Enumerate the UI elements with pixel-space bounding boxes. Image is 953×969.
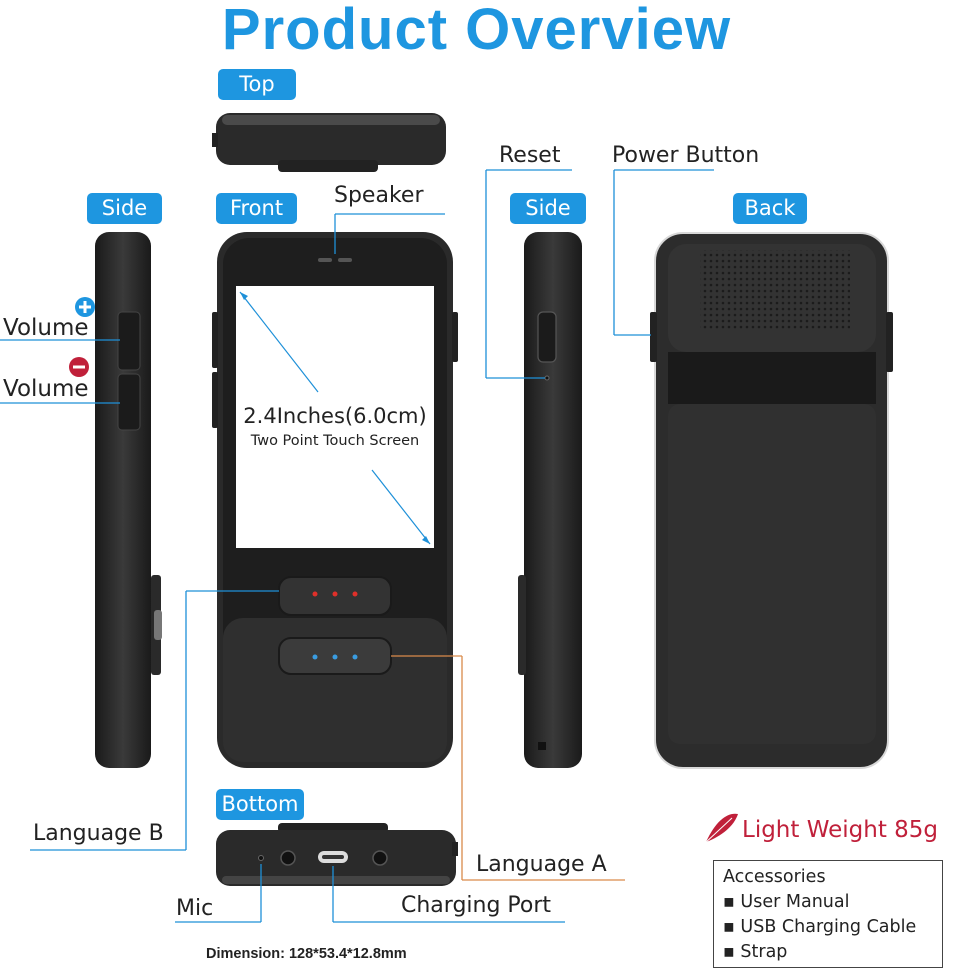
volume-down-label: Volume bbox=[3, 376, 89, 402]
callout-lines bbox=[0, 169, 714, 923]
tag-top: Top bbox=[218, 69, 296, 100]
page-title: Product Overview bbox=[221, 0, 732, 62]
screen-size-label: 2.4Inches(6.0cm) bbox=[243, 404, 427, 428]
bottom-view-device bbox=[216, 823, 458, 886]
tag-back: Back bbox=[733, 193, 807, 224]
tag-side-right: Side bbox=[510, 193, 586, 224]
accessories-heading: Accessories bbox=[723, 867, 826, 887]
language-b-label: Language B bbox=[33, 821, 164, 846]
speaker-label: Speaker bbox=[334, 183, 424, 208]
language-a-label: Language A bbox=[476, 852, 607, 877]
weight-label: Light Weight 85g bbox=[742, 817, 939, 843]
accessory-item: ▪ Strap bbox=[723, 942, 788, 962]
tag-bottom: Bottom bbox=[216, 789, 304, 820]
reset-label: Reset bbox=[499, 143, 561, 168]
language-a-callout-line bbox=[391, 655, 625, 881]
back-device bbox=[650, 232, 893, 769]
volume-up-label: Volume bbox=[3, 315, 89, 341]
accessory-item: ▪ User Manual bbox=[723, 892, 850, 912]
charging-port-label: Charging Port bbox=[401, 893, 552, 918]
volume-plus-icon bbox=[75, 297, 95, 317]
feather-icon bbox=[703, 813, 738, 845]
top-view-device bbox=[212, 113, 446, 172]
mic-label: Mic bbox=[176, 896, 214, 921]
accessory-item: ▪ USB Charging Cable bbox=[723, 917, 917, 937]
right-side-device bbox=[518, 232, 582, 768]
power-button-label: Power Button bbox=[612, 143, 760, 168]
left-side-device bbox=[95, 232, 162, 768]
dimension-label: Dimension: 128*53.4*12.8mm bbox=[206, 946, 407, 962]
accessories-box: Accessories ▪ User Manual ▪ USB Charging… bbox=[713, 860, 943, 968]
front-device bbox=[212, 232, 458, 768]
volume-minus-icon bbox=[69, 357, 89, 377]
screen-type-label: Two Point Touch Screen bbox=[250, 433, 420, 449]
tag-side-left: Side bbox=[87, 193, 162, 224]
tag-front: Front bbox=[216, 193, 297, 224]
